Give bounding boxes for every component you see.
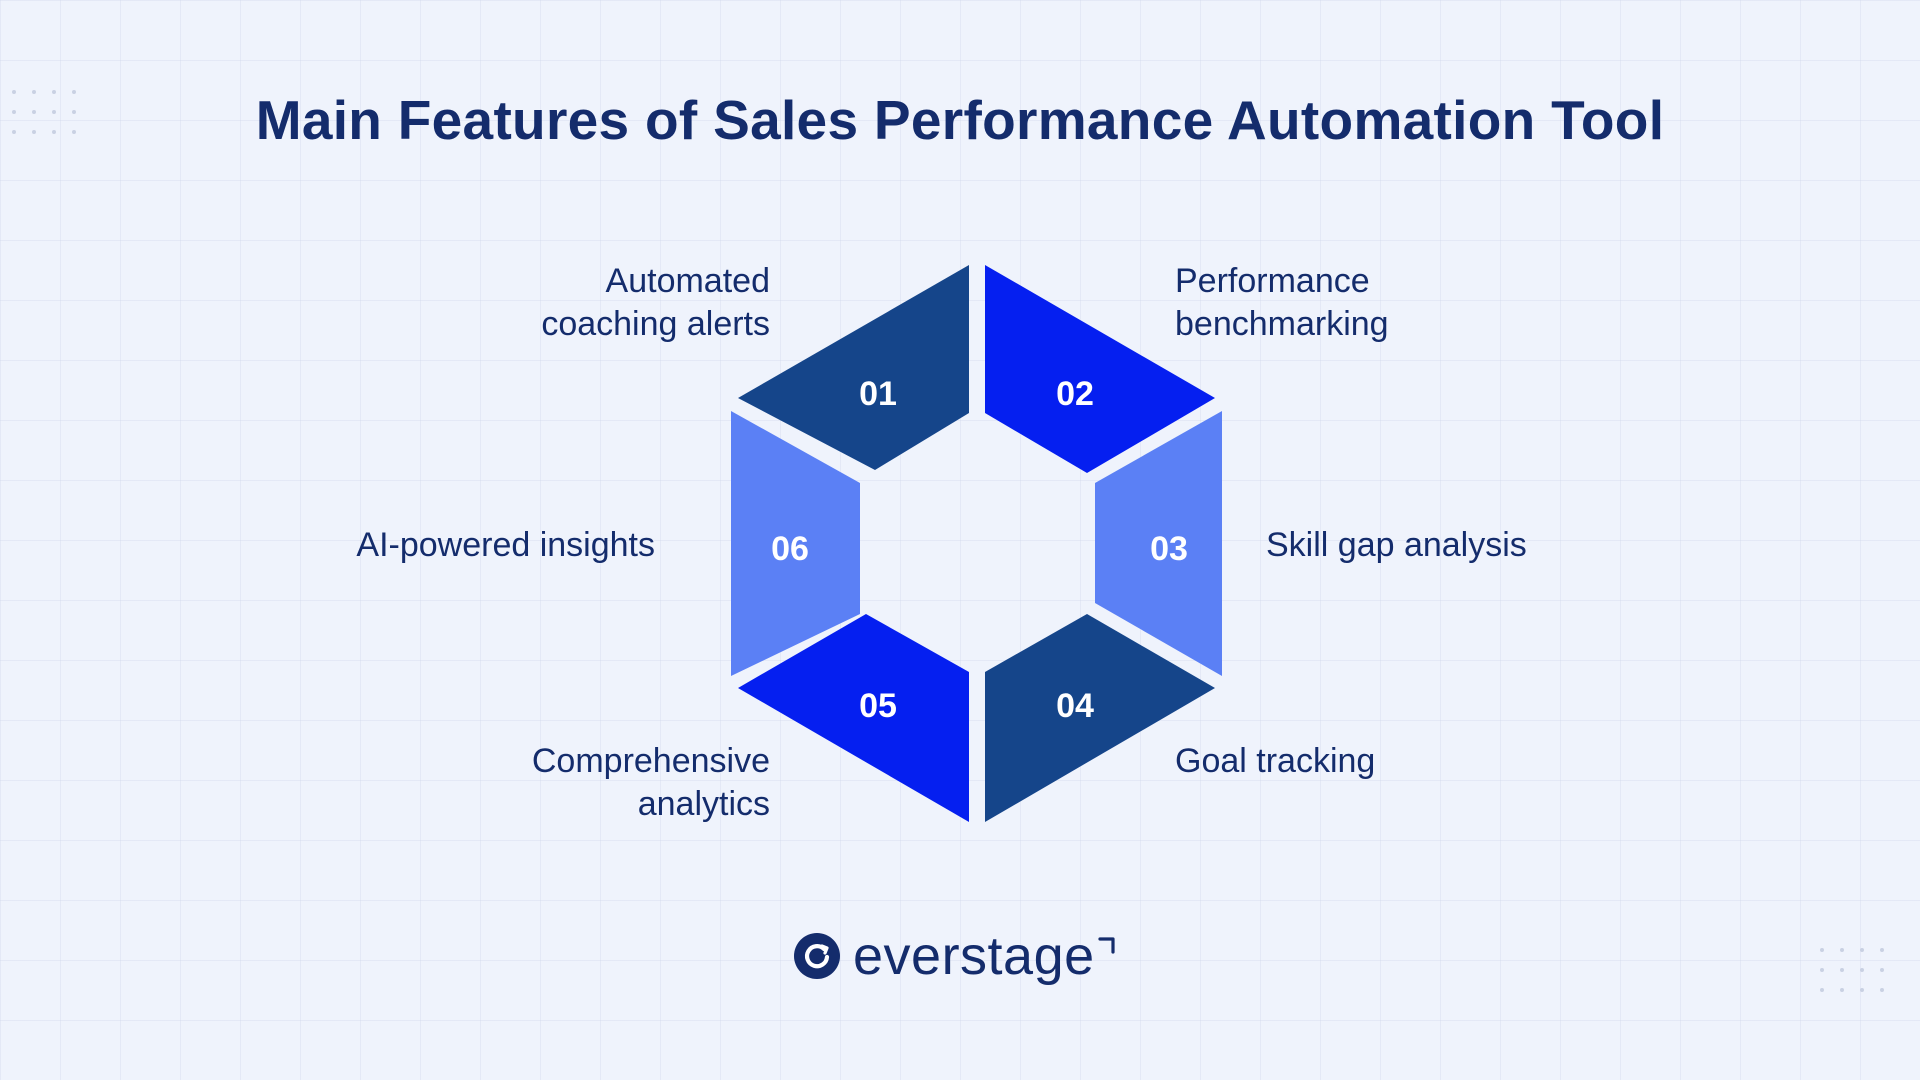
feature-label-05-line-1: Comprehensive — [531, 742, 770, 780]
feature-label-02: Performance benchmarking — [1175, 260, 1389, 346]
decorative-dot — [1840, 988, 1844, 992]
segment-02 — [985, 265, 1215, 473]
decorative-dot — [52, 130, 56, 134]
decorative-dot — [1880, 948, 1884, 952]
feature-label-04: Goal tracking — [1175, 740, 1375, 783]
decorative-dot — [1840, 968, 1844, 972]
feature-label-03: Skill gap analysis — [1266, 524, 1527, 567]
segment-01 — [738, 265, 969, 470]
segment-number-03: 03 — [1150, 530, 1188, 568]
decorative-dot — [12, 110, 16, 114]
segment-number-02: 02 — [1056, 375, 1094, 413]
decorative-dot — [32, 90, 36, 94]
decorative-dot-grid-top-left — [12, 90, 76, 134]
feature-label-06: AI-powered insights — [356, 524, 655, 567]
feature-label-02-line-1: Performance — [1175, 262, 1370, 300]
decorative-dot — [1820, 988, 1824, 992]
decorative-dot — [1820, 948, 1824, 952]
decorative-dot — [52, 90, 56, 94]
decorative-dot — [1840, 948, 1844, 952]
logo-wordmark: everstage — [853, 926, 1095, 986]
brand-logo: everstage — [793, 925, 1117, 987]
segment-04 — [985, 614, 1215, 822]
feature-label-06-line-1: AI-powered insights — [356, 526, 655, 564]
decorative-dot — [72, 110, 76, 114]
decorative-dot — [1880, 968, 1884, 972]
decorative-dot — [1820, 968, 1824, 972]
decorative-dot — [12, 130, 16, 134]
segment-06 — [731, 411, 860, 676]
segment-number-04: 04 — [1056, 687, 1094, 725]
decorative-dot — [72, 130, 76, 134]
feature-label-04-line-1: Goal tracking — [1175, 742, 1376, 780]
logo-corner-mark-icon — [1098, 937, 1115, 954]
decorative-dot — [1860, 968, 1864, 972]
segment-number-06: 06 — [771, 530, 809, 568]
segment-number-01: 01 — [859, 375, 897, 413]
feature-label-02-line-2: benchmarking — [1175, 305, 1389, 343]
decorative-dot-grid-bottom-right — [1820, 948, 1884, 992]
decorative-dot — [32, 130, 36, 134]
feature-label-01: Automated coaching alerts — [541, 260, 770, 346]
feature-label-01-line-2: coaching alerts — [541, 305, 770, 343]
decorative-dot — [1860, 948, 1864, 952]
segment-05 — [738, 614, 969, 822]
decorative-dot — [1880, 988, 1884, 992]
feature-label-05-line-2: analytics — [637, 785, 770, 823]
decorative-dot — [52, 110, 56, 114]
decorative-dot — [12, 90, 16, 94]
everstage-logo-icon — [794, 933, 840, 979]
segment-number-05: 05 — [859, 687, 897, 725]
decorative-dot — [32, 110, 36, 114]
feature-label-05: Comprehensive analytics — [532, 740, 770, 826]
feature-label-01-line-1: Automated — [605, 262, 770, 300]
segment-03 — [1095, 411, 1222, 676]
decorative-dot — [1860, 988, 1864, 992]
feature-label-03-line-1: Skill gap analysis — [1266, 526, 1527, 564]
decorative-dot — [72, 90, 76, 94]
page-title: Main Features of Sales Performance Autom… — [255, 89, 1665, 151]
